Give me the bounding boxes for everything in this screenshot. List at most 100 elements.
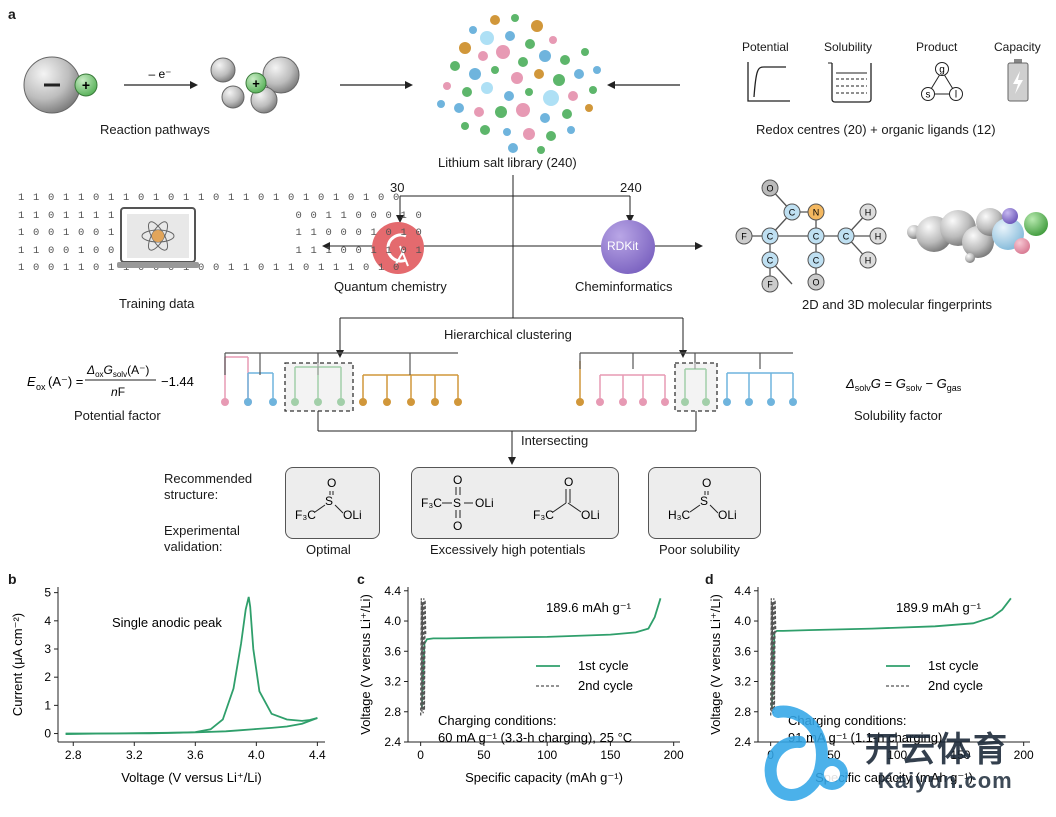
atom-node — [807, 203, 825, 221]
potential-equation: E ox (A⁻) = ΔoxGsolv(A⁻) nF −1.44 — [27, 363, 194, 399]
potential-curve-icon — [747, 62, 790, 102]
atom-node — [807, 273, 825, 291]
atom-node — [761, 251, 779, 269]
atom-label: O — [766, 184, 773, 194]
conditions-title: Charging conditions: — [438, 713, 557, 728]
intersecting-label: Intersecting — [521, 433, 589, 448]
dendrogram-leaf — [639, 398, 647, 406]
reaction-pathways-label: Reaction pathways — [100, 122, 210, 137]
clustering-dendrograms — [221, 352, 797, 465]
branch-right-count: 240 — [620, 180, 642, 195]
dendrogram-leaf — [789, 398, 797, 406]
fingerprints-label: 2D and 3D molecular fingerprints — [802, 297, 993, 312]
outcome-optimal: Optimal — [306, 542, 351, 557]
legend-2nd-cycle: 2nd cycle — [928, 678, 983, 693]
svg-text:s: s — [926, 90, 931, 101]
svg-text:F₃C: F₃C — [533, 508, 554, 522]
conditions-detail: 60 mA g⁻¹ (3.3-h charging), 25 °C — [438, 730, 632, 745]
selected-cluster-left — [284, 362, 354, 412]
x-tick-label: 0 — [417, 748, 424, 762]
phase-triangle-icon: g s l — [921, 62, 963, 101]
electron-label: – e⁻ — [148, 67, 171, 81]
svg-text:O: O — [327, 476, 336, 490]
library-salt-dot — [505, 31, 515, 41]
library-salt-dot — [459, 42, 471, 54]
svg-text:S: S — [325, 494, 333, 508]
dendrogram-leaf — [359, 398, 367, 406]
library-salt-dot — [511, 14, 519, 22]
svg-text:O: O — [453, 473, 462, 487]
library-salt-dot — [490, 15, 500, 25]
library-salt-dot — [518, 57, 528, 67]
svg-text:+: + — [252, 76, 260, 91]
dendrogram-leaf — [745, 398, 753, 406]
series-line — [420, 598, 427, 716]
x-tick-label: 150 — [600, 748, 620, 762]
atom-label: F — [767, 280, 773, 290]
library-salt-dot — [461, 122, 469, 130]
rdkit-label: RDKit — [607, 239, 639, 253]
svg-text:O: O — [564, 475, 573, 489]
x-tick-label: 200 — [1014, 748, 1034, 762]
atom-node — [807, 227, 825, 245]
x-tick-label: 100 — [537, 748, 557, 762]
atom-node — [869, 227, 887, 245]
atom-label: O — [812, 278, 819, 288]
svg-text:ox: ox — [36, 382, 46, 392]
library-salt-dot — [480, 125, 490, 135]
atom-node — [859, 251, 877, 269]
library-label: Lithium salt library (240) — [438, 155, 577, 170]
library-salt-dot — [481, 82, 493, 94]
series-line — [421, 598, 662, 709]
legend-1st-cycle: 1st cycle — [578, 658, 629, 673]
svg-text:g: g — [939, 65, 945, 76]
dendrogram-leaf — [619, 398, 627, 406]
svg-text:OLi: OLi — [343, 508, 362, 522]
library-salt-dot — [469, 26, 477, 34]
svg-text:S: S — [700, 494, 708, 508]
panel-letter-b: b — [8, 571, 17, 587]
library-salt-dot — [523, 128, 535, 140]
dendrogram-leaf — [576, 398, 584, 406]
library-salt-dot — [508, 143, 518, 153]
structure-triflinate: F₃C S O OLi — [295, 476, 362, 522]
y-tick-label: 3.2 — [384, 675, 401, 689]
solubility-equation: ΔsolvG = Gsolv − Ggas — [845, 376, 962, 393]
dendrogram-leaf — [407, 398, 415, 406]
y-tick-label: 4.0 — [384, 614, 401, 628]
x-axis-label: Specific capacity (mAh g⁻¹) — [465, 770, 623, 785]
library-salt-dot — [574, 69, 584, 79]
svg-text:OLi: OLi — [581, 508, 600, 522]
dendrogram-leaf — [723, 398, 731, 406]
library-salt-dot — [568, 91, 578, 101]
library-salt-dot — [537, 146, 545, 154]
minus-sign — [44, 83, 60, 87]
svg-text:F₃C: F₃C — [295, 508, 316, 522]
library-salt-dot — [478, 51, 488, 61]
library-salt-dot — [474, 107, 484, 117]
capacity-label: 189.9 mAh g⁻¹ — [896, 600, 982, 615]
panel-letter-c: c — [357, 571, 365, 587]
beaker-icon — [828, 62, 872, 103]
svg-text:OLi: OLi — [475, 496, 494, 510]
y-tick-label: 3.6 — [384, 644, 401, 658]
library-salt-dot — [540, 113, 550, 123]
structure-box-poor-solubility — [648, 467, 761, 539]
molecule-3d-fingerprint — [907, 208, 1048, 263]
x-axis-label: Voltage (V versus Li⁺/Li) — [121, 770, 262, 785]
library-salt-dot — [560, 55, 570, 65]
library-salt-dot — [495, 106, 507, 118]
selected-cluster-right — [674, 362, 718, 412]
atom-node — [783, 203, 801, 221]
library-salt-dot — [593, 66, 601, 74]
library-arrows — [340, 81, 680, 89]
y-axis-label: Voltage (V versus Li⁺/Li) — [708, 594, 723, 735]
library-salt-dot — [581, 48, 589, 56]
x-tick-label: 50 — [477, 748, 491, 762]
dendrogram-leaf — [221, 398, 229, 406]
dendrogram-leaf — [431, 398, 439, 406]
atom-label: C — [813, 256, 820, 266]
